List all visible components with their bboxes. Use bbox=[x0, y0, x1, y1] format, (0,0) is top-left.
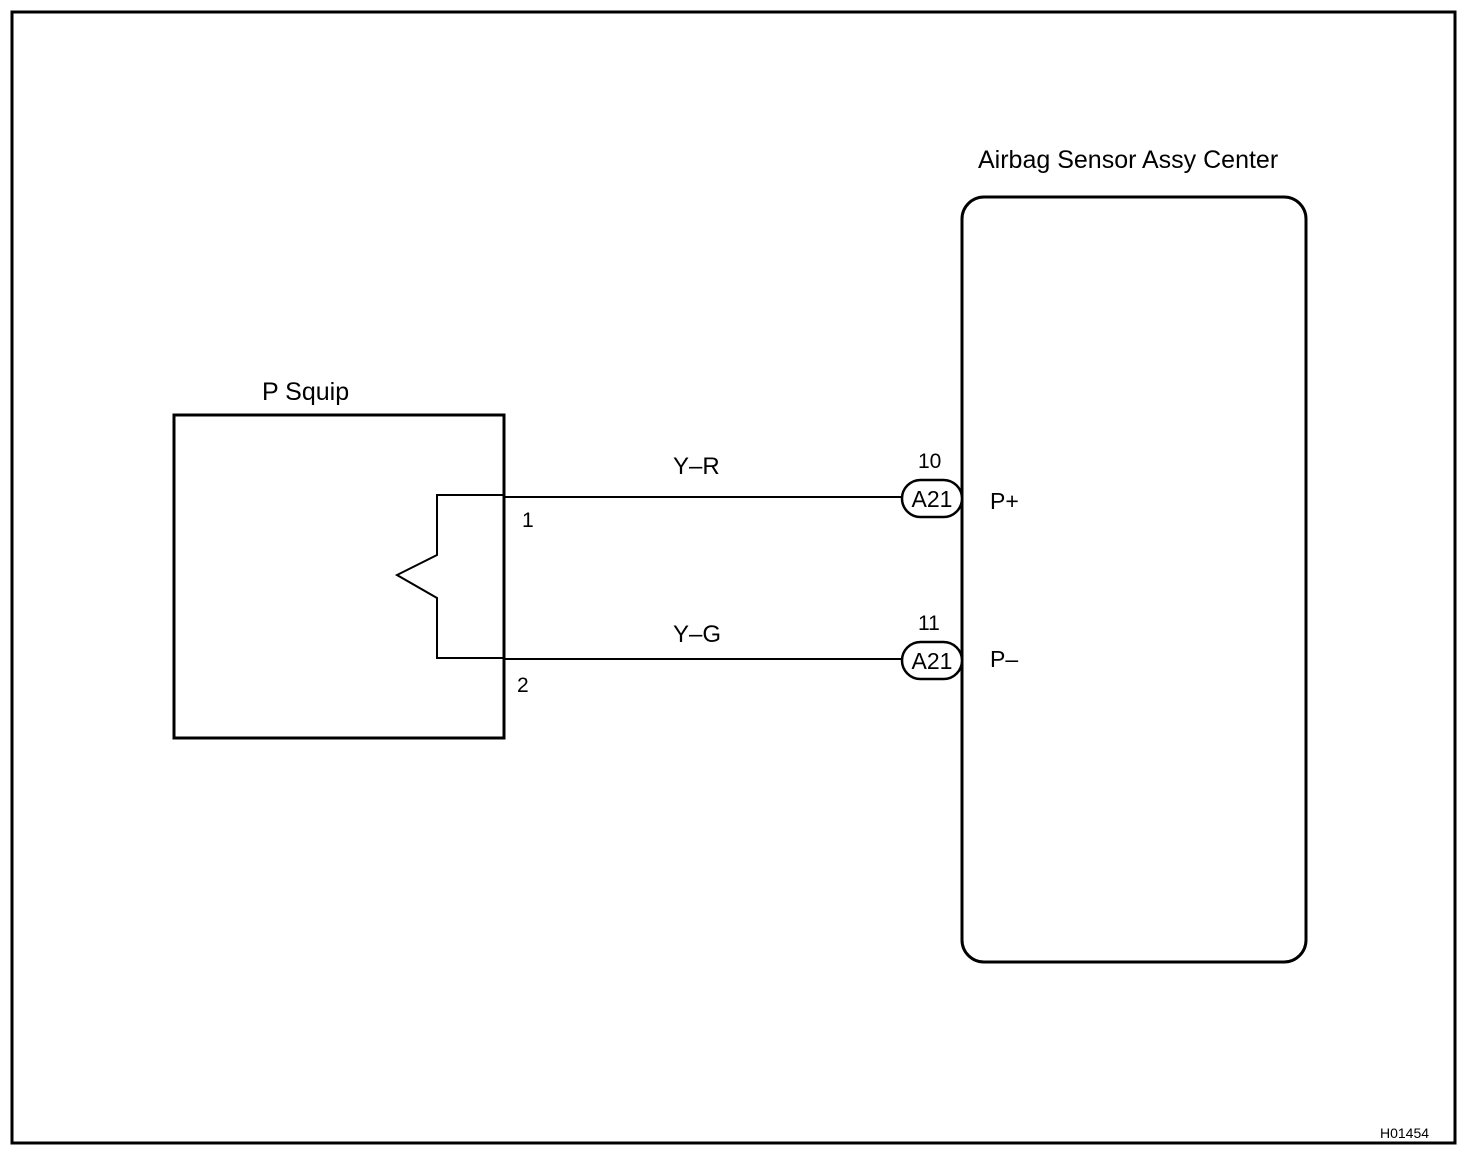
sensor-component: Airbag Sensor Assy Center bbox=[960, 146, 1308, 964]
connector-code: A21 bbox=[912, 486, 953, 512]
wire-y-r: Y–R 1 10 A21 P+ bbox=[504, 450, 1019, 532]
connector-oval bbox=[900, 478, 964, 519]
figure-code: H01454 bbox=[1380, 1125, 1429, 1141]
connector-pin-number: 10 bbox=[918, 450, 941, 473]
connector-pin-number: 11 bbox=[918, 612, 940, 635]
connector-code: A21 bbox=[912, 648, 953, 674]
wire-color-code: Y–G bbox=[673, 621, 721, 648]
squib-pin-number: 1 bbox=[522, 509, 534, 532]
sensor-box bbox=[960, 195, 1308, 964]
diagram-frame bbox=[10, 10, 1457, 1145]
squib-element-symbol bbox=[394, 494, 504, 659]
sensor-terminal-label: P– bbox=[990, 646, 1018, 672]
connector-oval bbox=[900, 640, 964, 681]
sensor-title: Airbag Sensor Assy Center bbox=[978, 146, 1278, 174]
squib-component: P Squip bbox=[172, 378, 506, 740]
sensor-terminal-label: P+ bbox=[990, 488, 1019, 514]
wire-y-g: Y–G 2 11 A21 P– bbox=[504, 612, 1018, 697]
squib-pin-number: 2 bbox=[517, 674, 529, 697]
squib-title: P Squip bbox=[262, 378, 349, 406]
squib-box bbox=[172, 413, 506, 740]
wire-color-code: Y–R bbox=[673, 453, 720, 480]
